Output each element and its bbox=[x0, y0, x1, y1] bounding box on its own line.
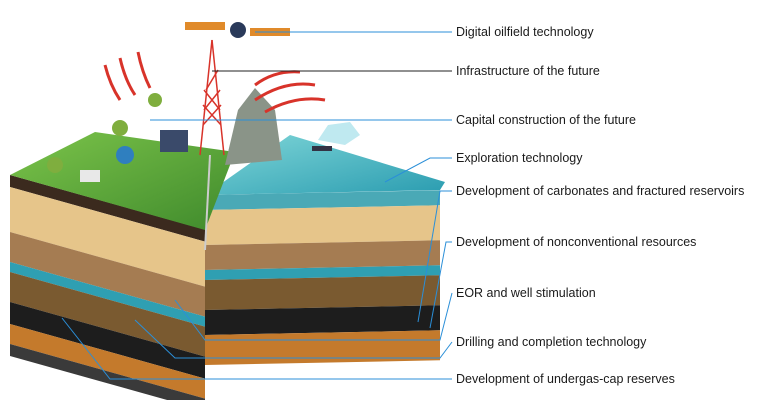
label-eor: EOR and well stimulation bbox=[456, 286, 596, 300]
label-drilling: Drilling and completion technology bbox=[456, 335, 647, 349]
leader-line-6 bbox=[429, 241, 452, 329]
label-exploration: Exploration technology bbox=[456, 151, 583, 165]
building bbox=[160, 130, 188, 152]
label-undergas-cap: Development of undergas-cap reserves bbox=[456, 372, 675, 386]
grass-surface bbox=[10, 132, 235, 230]
tree bbox=[112, 120, 128, 136]
tank bbox=[116, 146, 134, 164]
label-capital-construction: Capital construction of the future bbox=[456, 113, 636, 127]
left-block-strata bbox=[10, 175, 205, 400]
leader-line-7 bbox=[174, 292, 453, 341]
radio-tower bbox=[199, 39, 225, 156]
label-nonconventional: Development of nonconventional resources bbox=[456, 235, 697, 249]
iceberg bbox=[318, 122, 360, 145]
right-block-strata bbox=[205, 190, 440, 365]
well-bore bbox=[204, 154, 211, 251]
leader-line-9 bbox=[61, 317, 452, 380]
signal-waves bbox=[103, 51, 326, 114]
house bbox=[80, 170, 100, 182]
label-digital-oilfield: Digital oilfield technology bbox=[456, 25, 594, 39]
label-carbonates: Development of carbonates and fractured … bbox=[456, 184, 745, 198]
leader-line-8 bbox=[134, 319, 453, 359]
label-infrastructure: Infrastructure of the future bbox=[456, 64, 600, 78]
tree bbox=[47, 157, 63, 173]
tree bbox=[148, 93, 162, 107]
rock-mountain bbox=[225, 88, 282, 165]
leader-line-5 bbox=[417, 190, 452, 323]
leader-lines bbox=[61, 31, 453, 380]
satellite bbox=[185, 22, 290, 38]
ship bbox=[312, 146, 332, 151]
water-surface bbox=[205, 135, 445, 195]
leader-line-4 bbox=[384, 157, 452, 183]
